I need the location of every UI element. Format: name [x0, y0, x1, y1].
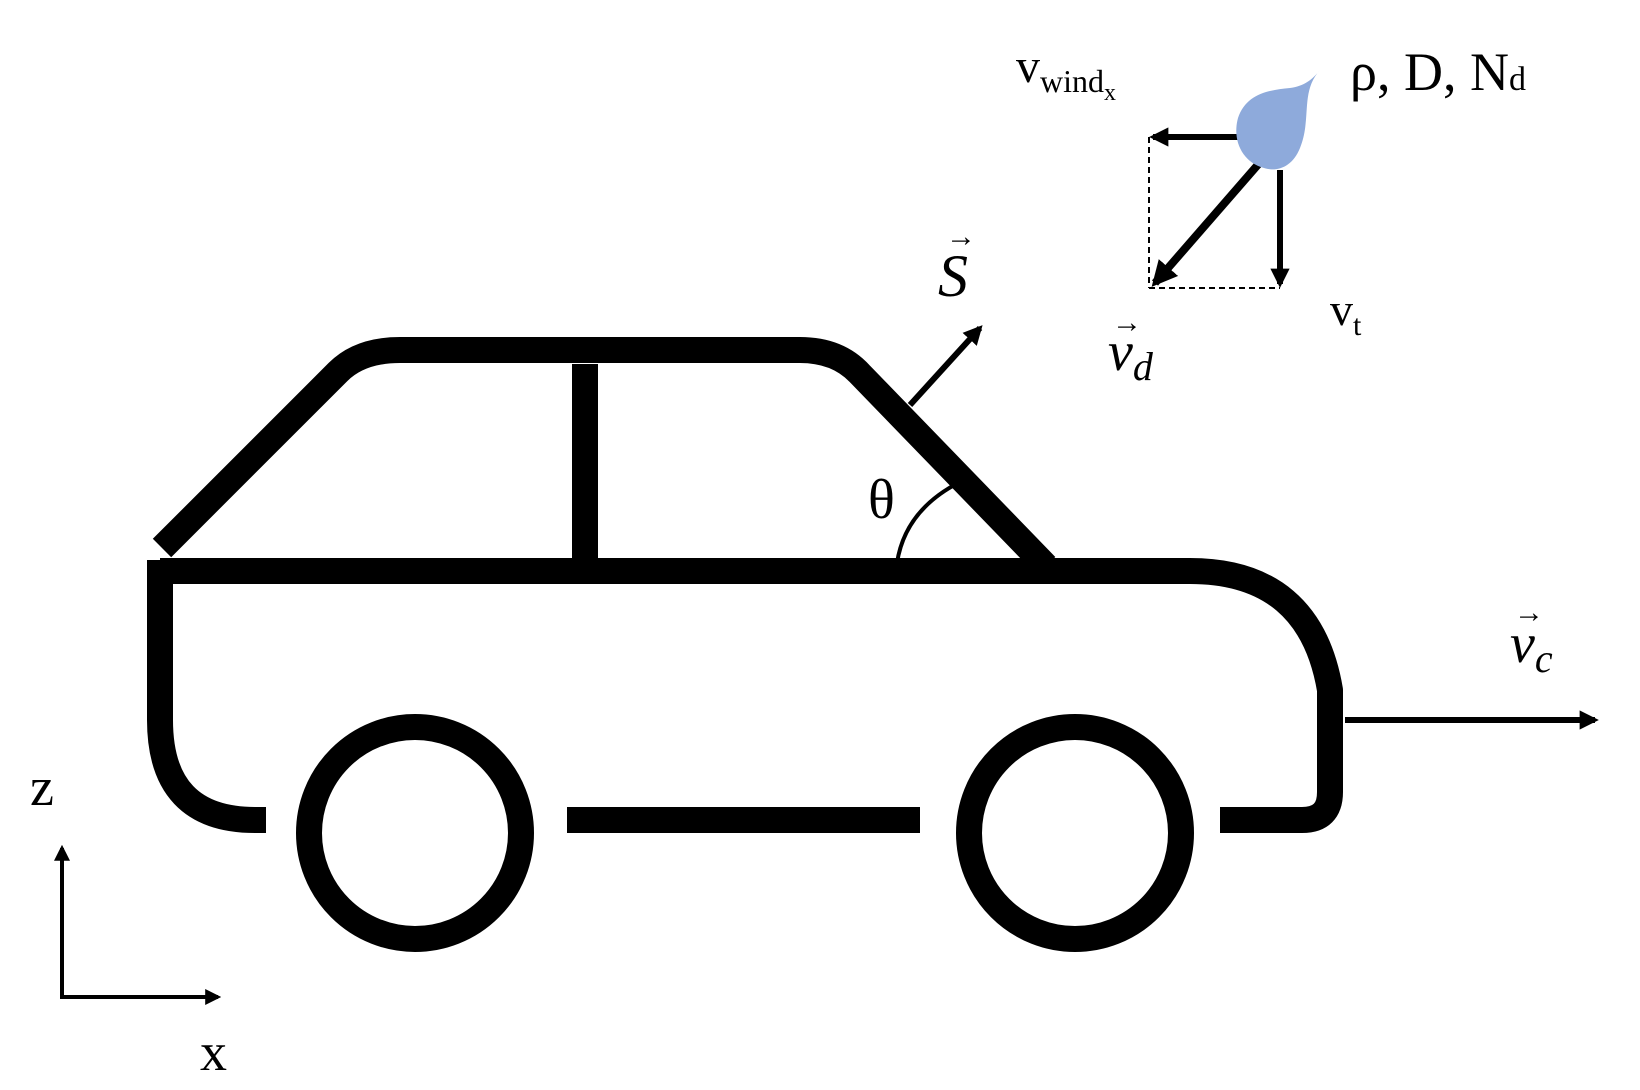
- label-theta: θ: [868, 469, 895, 531]
- svg-text:→: →: [1112, 306, 1142, 339]
- surface-normal-arrow: [907, 325, 983, 408]
- label-v-d: → vd: [1108, 306, 1154, 389]
- label-surface-normal: → S: [938, 220, 976, 309]
- front-wheel: [956, 714, 1194, 952]
- svg-text:→: →: [946, 220, 976, 253]
- svg-text:vd: vd: [1108, 321, 1154, 389]
- droplet-icon: [1236, 70, 1320, 170]
- car-front-body: [1040, 558, 1343, 833]
- rear-wheel: [296, 714, 534, 952]
- coordinate-axes: [54, 844, 222, 1005]
- label-v-c: → vc: [1510, 596, 1553, 681]
- svg-text:→: →: [1514, 596, 1544, 629]
- label-axis-x: x: [200, 1022, 227, 1082]
- car-rear-body: [147, 560, 268, 833]
- car: [147, 337, 1343, 952]
- label-v-wind: vwindx: [1016, 40, 1116, 106]
- droplet-velocity-arrow: [1151, 157, 1266, 287]
- svg-text:S: S: [938, 243, 968, 309]
- svg-text:vc: vc: [1510, 613, 1553, 681]
- droplet-vectors: [1148, 70, 1320, 289]
- theta-arc: [895, 480, 961, 564]
- car-roof: [152, 337, 1056, 576]
- label-axis-z: z: [30, 757, 54, 817]
- label-v-t: vt: [1330, 284, 1362, 342]
- label-droplet-params: ρ, D, Nd: [1350, 42, 1526, 102]
